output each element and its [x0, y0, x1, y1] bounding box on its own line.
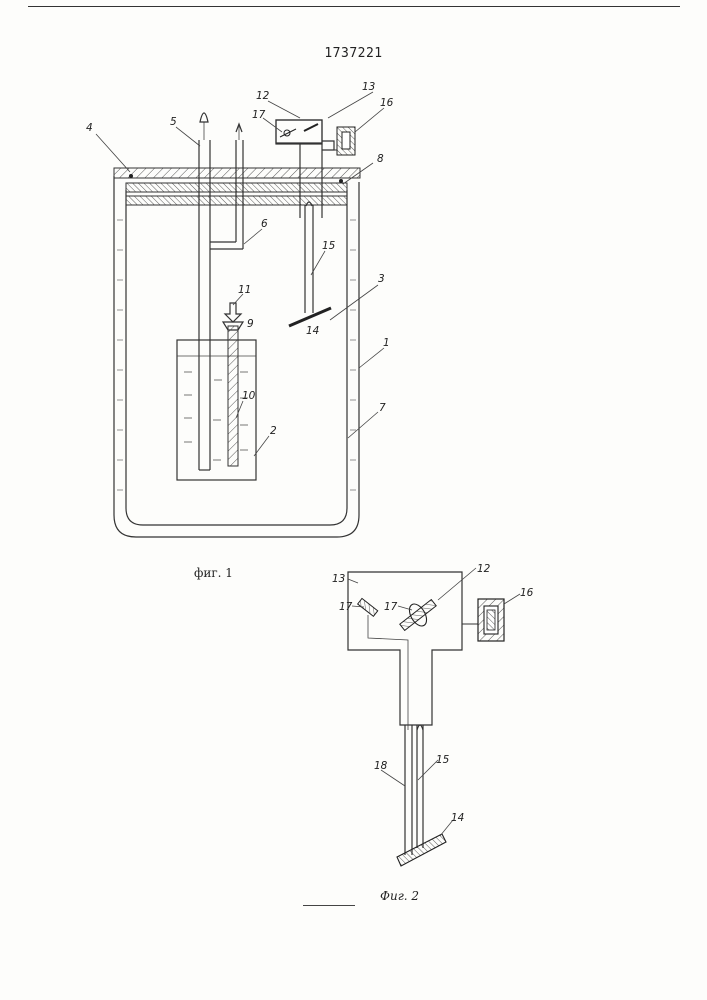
probe-15: [305, 202, 313, 313]
figure-1-caption: фиг. 1: [194, 566, 233, 580]
fig2-window-12: [400, 600, 436, 631]
fig1-label-3: 3: [378, 273, 385, 285]
fig1-label-2: 2: [270, 425, 277, 437]
bottom-rule: [303, 905, 355, 906]
fig1-label-13: 13: [362, 81, 375, 93]
fig2-label-15: 15: [436, 754, 450, 766]
fig2-label-16: 16: [520, 587, 534, 599]
fig2-label-18: 18: [374, 760, 388, 772]
figure-2: 13 12 17 17 16 18 15 14: [332, 563, 534, 866]
lid-seal-right: [339, 179, 343, 183]
fig2-label-17-center: 17: [384, 601, 398, 613]
fig1-label-5: 5: [170, 116, 177, 128]
housing-13: [348, 572, 462, 725]
lamp-17: [280, 129, 296, 137]
fig1-label-16: 16: [380, 97, 394, 109]
fig2-detector-16: [462, 599, 504, 641]
figure-2-caption: Фиг. 2: [380, 889, 419, 903]
probe-rods: [405, 725, 423, 855]
fig2-label-13: 13: [332, 573, 345, 585]
fig1-label-7: 7: [379, 402, 386, 414]
cell-2: [177, 340, 256, 480]
fig1-label-10: 10: [242, 390, 256, 402]
lid-top-layer: [114, 168, 360, 178]
fig1-label-14: 14: [306, 325, 319, 337]
fig2-mirror-14: [397, 834, 446, 866]
fig2-lamp-17: [358, 598, 378, 616]
fig1-label-4: 4: [86, 122, 93, 134]
fig2-label-12: 12: [477, 563, 491, 575]
fig2-label-17-left: 17: [339, 601, 353, 613]
fig1-label-9: 9: [247, 318, 254, 330]
fig1-label-12: 12: [256, 90, 270, 102]
electrode-10: [228, 326, 238, 466]
window-12: [304, 124, 318, 131]
fig1-label-8: 8: [377, 153, 384, 165]
tube-5: [199, 113, 210, 470]
fig1-label-6: 6: [261, 218, 268, 230]
light-guide: [368, 615, 408, 730]
fig1-label-17: 17: [252, 109, 266, 121]
fig2-label-14: 14: [451, 812, 464, 824]
mirror-14: [289, 308, 331, 326]
fig1-label-11: 11: [238, 284, 251, 296]
fig1-label-1: 1: [383, 337, 390, 349]
arrow-11: [225, 303, 241, 322]
fig1-label-15: 15: [322, 240, 336, 252]
lid-seal-left: [129, 174, 133, 178]
figure-1: 4 5 12 13 16 17 8 6 15 3 11 9 14 1 10 7 …: [86, 81, 394, 537]
